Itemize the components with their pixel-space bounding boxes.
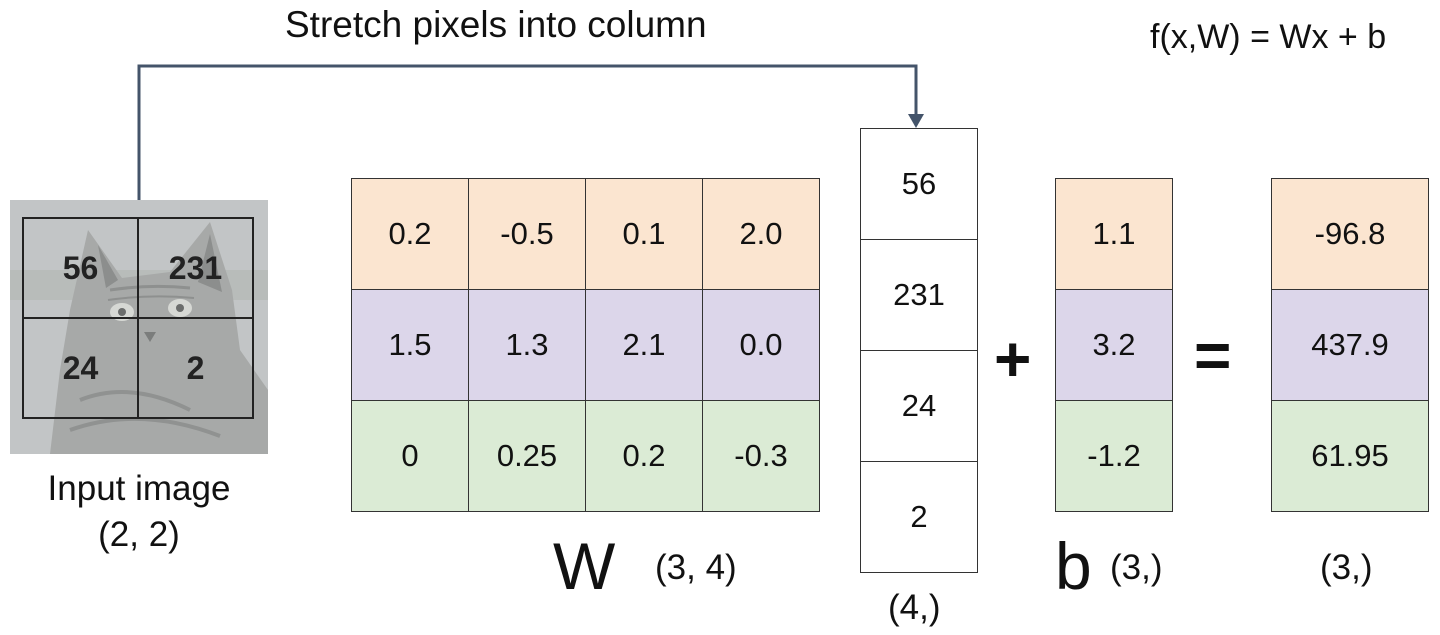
weight-cell: 0 [351, 400, 469, 512]
pixel-cell: 56 [23, 218, 138, 318]
weight-cell: 0.1 [585, 178, 703, 290]
weight-row: 1.5 1.3 2.1 0.0 [351, 289, 820, 401]
diagram-title: Stretch pixels into column [285, 4, 707, 45]
weight-cell: 0.2 [351, 178, 469, 290]
weight-cell: -0.5 [468, 178, 586, 290]
vector-cell: 231 [860, 239, 978, 351]
pixel-cell: 2 [138, 318, 253, 418]
weight-cell: 0.25 [468, 400, 586, 512]
input-vector-shape: (4,) [888, 588, 941, 627]
result-cell: -96.8 [1271, 178, 1429, 290]
weight-label: W [553, 529, 616, 603]
weight-matrix: 0.2 -0.5 0.1 2.0 1.5 1.3 2.1 0.0 0 0.25 … [351, 178, 820, 512]
input-column-vector: 56 231 24 2 [860, 128, 978, 573]
pixel-cell: 24 [23, 318, 138, 418]
weight-row: 0.2 -0.5 0.1 2.0 [351, 178, 820, 290]
input-image: 56 231 24 2 [10, 200, 268, 454]
weight-cell: 0.0 [702, 289, 820, 401]
vector-cell: 24 [860, 350, 978, 462]
result-cell: 61.95 [1271, 400, 1429, 512]
vector-cell: 2 [860, 461, 978, 573]
weight-cell: 0.2 [585, 400, 703, 512]
weight-cell: 2.1 [585, 289, 703, 401]
weight-cell: 2.0 [702, 178, 820, 290]
input-image-caption: Input image (2, 2) [30, 466, 248, 558]
pixel-cell: 231 [138, 218, 253, 318]
bias-cell: 1.1 [1055, 178, 1173, 290]
bias-label: b [1055, 529, 1092, 603]
formula: f(x,W) = Wx + b [1150, 18, 1387, 56]
bias-cell: -1.2 [1055, 400, 1173, 512]
result-shape: (3,) [1320, 548, 1373, 587]
weight-shape: (3, 4) [655, 548, 737, 587]
plus-operator: + [994, 323, 1032, 395]
weight-cell: -0.3 [702, 400, 820, 512]
result-vector: -96.8 437.9 61.95 [1271, 178, 1429, 512]
result-cell: 437.9 [1271, 289, 1429, 401]
pixel-grid: 56 231 24 2 [22, 217, 254, 419]
input-image-caption-title: Input image [47, 469, 231, 508]
cat-image [10, 200, 268, 454]
weight-row: 0 0.25 0.2 -0.3 [351, 400, 820, 512]
bias-vector: 1.1 3.2 -1.2 [1055, 178, 1173, 512]
bias-shape: (3,) [1110, 548, 1163, 587]
input-image-shape: (2, 2) [98, 515, 180, 554]
weight-cell: 1.5 [351, 289, 469, 401]
vector-cell: 56 [860, 128, 978, 240]
bias-cell: 3.2 [1055, 289, 1173, 401]
weight-cell: 1.3 [468, 289, 586, 401]
equals-operator: = [1194, 319, 1232, 391]
